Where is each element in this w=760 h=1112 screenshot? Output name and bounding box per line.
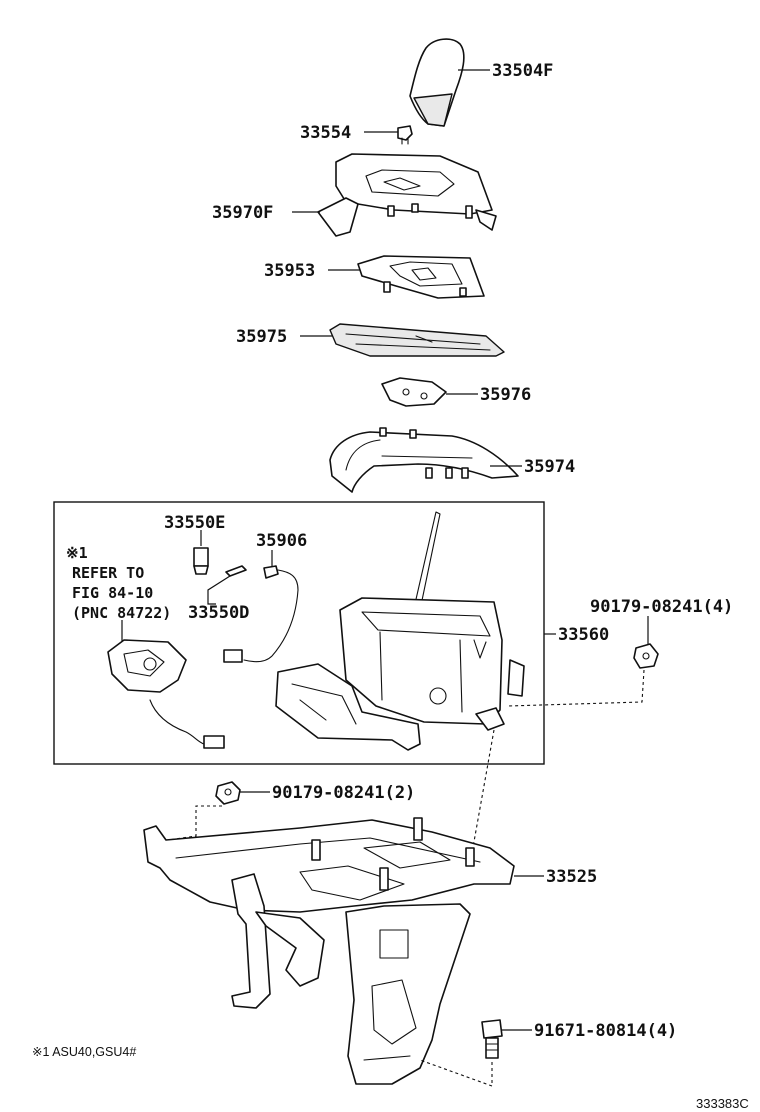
label-33504F: 33504F — [492, 61, 553, 81]
label-33560: 33560 — [558, 625, 609, 645]
label-33550D: 33550D — [188, 603, 249, 623]
dashed-nut-lower — [167, 805, 222, 841]
label-90179-08241-4: 90179-08241(4) — [590, 597, 733, 617]
label-33525: 33525 — [546, 867, 597, 887]
leader-33550D — [207, 575, 231, 605]
nut-lower — [215, 781, 241, 805]
nut-upper — [633, 643, 659, 669]
label-35970F: 35970F — [212, 203, 273, 223]
refer-note-line2: FIG 84-10 — [72, 584, 153, 602]
knob-pin — [397, 125, 413, 145]
switch-harness — [223, 565, 299, 663]
dashed-nut-upper — [507, 669, 645, 707]
bushing — [193, 547, 209, 575]
dashed-lever-bracket — [469, 729, 495, 865]
shift-lever-assy-frame — [53, 501, 545, 765]
lever-bracket — [143, 817, 515, 1085]
diagram-code: 333383C — [696, 1096, 749, 1111]
shift-knob — [409, 38, 465, 127]
label-90179-08241-2: 90179-08241(2) — [272, 783, 415, 803]
label-35974: 35974 — [524, 457, 575, 477]
housing-cover — [329, 427, 519, 493]
dashed-bolt — [419, 1059, 493, 1087]
slide-cover — [329, 323, 505, 357]
connector-pin — [225, 565, 247, 577]
refer-note-line1: REFER TO — [72, 564, 144, 582]
label-35976: 35976 — [480, 385, 531, 405]
refer-note-mark: ※1 — [66, 544, 88, 562]
stopper-plate — [381, 377, 447, 407]
label-35975: 35975 — [236, 327, 287, 347]
indicator-plate — [357, 255, 485, 299]
label-33550E: 33550E — [164, 513, 225, 533]
label-91671-80814-4: 91671-80814(4) — [534, 1021, 677, 1041]
footnote: ※1 ASU40,GSU4# — [32, 1045, 136, 1059]
shift-lock-switch — [107, 620, 225, 749]
flange-bolt — [481, 1019, 503, 1059]
label-33554: 33554 — [300, 123, 351, 143]
refer-note-line3: (PNC 84722) — [72, 604, 171, 622]
indicator-housing — [317, 153, 497, 237]
label-35953: 35953 — [264, 261, 315, 281]
label-35906: 35906 — [256, 531, 307, 551]
shift-lever-assembly — [275, 511, 525, 751]
